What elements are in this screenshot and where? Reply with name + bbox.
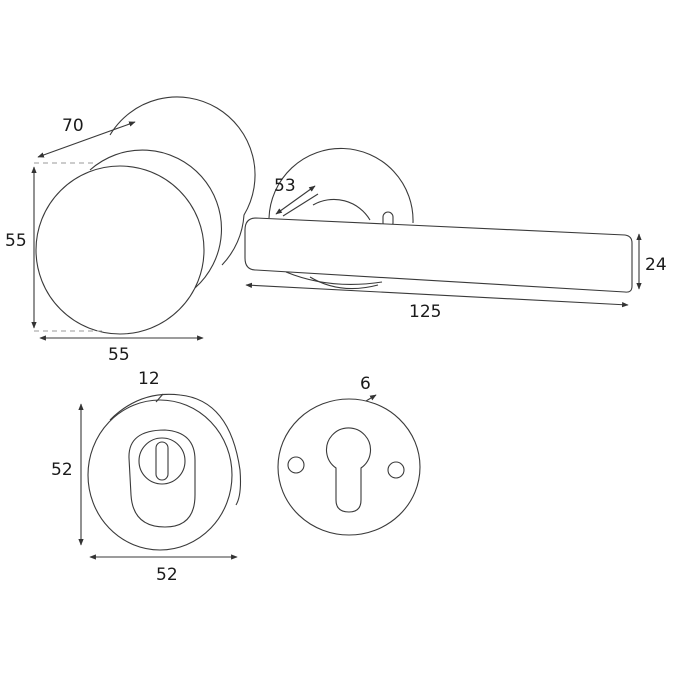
cylinder-rose-height-label: 52 (51, 460, 73, 480)
cylinder-rose-drawing (78, 393, 242, 560)
knob-drawing (31, 96, 256, 341)
knob-width-label: 55 (108, 345, 130, 365)
lever-grip-height-label: 24 (645, 255, 667, 275)
key-escutcheon-drawing (277, 394, 421, 536)
lever-length-label: 125 (409, 302, 442, 322)
cylinder-rose-thickness-label: 12 (138, 369, 160, 389)
lever-rose-diameter-label: 53 (274, 176, 296, 196)
cylinder-rose-width-label: 52 (156, 565, 178, 585)
lever-drawing (244, 147, 642, 308)
knob-depth-label: 70 (62, 116, 84, 136)
knob-height-label: 55 (5, 231, 27, 251)
key-escutcheon-thickness-label: 6 (360, 374, 371, 394)
